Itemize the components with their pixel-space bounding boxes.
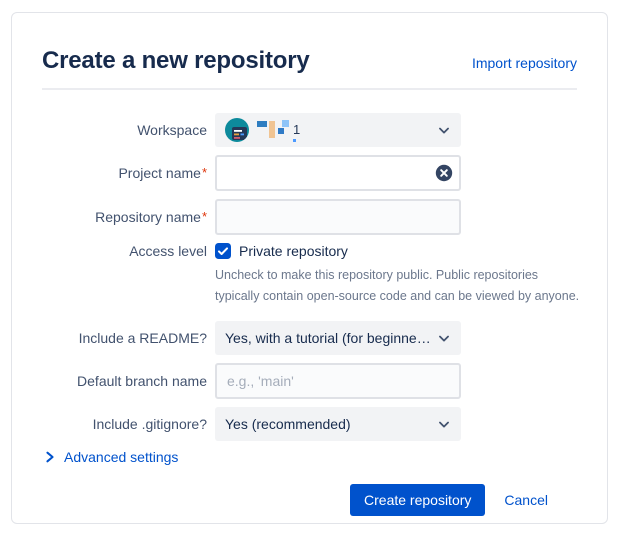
advanced-settings-toggle[interactable]: Advanced settings: [42, 449, 577, 465]
project-name-input[interactable]: [215, 155, 461, 191]
include-gitignore-value: Yes (recommended): [225, 416, 351, 432]
import-repository-link[interactable]: Import repository: [471, 55, 577, 71]
repository-name-label: Repository name*: [95, 209, 207, 225]
include-gitignore-label: Include .gitignore?: [92, 416, 207, 432]
form-footer: Create repository Cancel: [42, 484, 577, 516]
create-repository-form: Workspace: [42, 113, 580, 516]
chevron-down-icon: [437, 123, 451, 137]
private-repository-checkbox-label[interactable]: Private repository: [239, 243, 348, 259]
include-readme-select[interactable]: Yes, with a tutorial (for beginne…: [215, 321, 461, 355]
clear-input-button[interactable]: [435, 164, 453, 182]
helper-line-1: Uncheck to make this repository public. …: [215, 268, 539, 282]
repository-name-input[interactable]: [215, 199, 461, 235]
advanced-settings-label: Advanced settings: [64, 449, 179, 465]
access-level-helper-text: Uncheck to make this repository public. …: [215, 265, 580, 307]
chevron-right-icon: [45, 451, 55, 463]
repository-name-row: Repository name*: [42, 199, 577, 235]
project-name-row: Project name*: [42, 155, 577, 191]
access-level-helper-row: Uncheck to make this repository public. …: [42, 265, 580, 307]
workspace-select[interactable]: 1: [215, 113, 461, 147]
chevron-down-icon: [437, 417, 451, 431]
repository-name-input-wrap: [215, 199, 461, 235]
create-repository-button[interactable]: Create repository: [350, 484, 486, 516]
required-asterisk: *: [201, 165, 207, 180]
chevron-down-icon: [437, 331, 451, 345]
default-branch-row: Default branch name: [42, 363, 577, 399]
include-readme-label: Include a README?: [78, 330, 207, 346]
include-gitignore-row: Include .gitignore? Yes (recommended): [42, 407, 577, 441]
access-level-label: Access level: [129, 243, 207, 259]
access-level-row: Access level Private repository: [42, 243, 577, 259]
private-repository-option: Private repository: [215, 243, 461, 259]
workspace-avatar: [225, 118, 249, 142]
include-readme-value: Yes, with a tutorial (for beginne…: [225, 330, 429, 346]
cancel-link[interactable]: Cancel: [504, 492, 548, 508]
header-divider: [42, 88, 577, 90]
create-repository-card: Create a new repository Import repositor…: [11, 12, 608, 524]
page-title: Create a new repository: [42, 47, 310, 74]
default-branch-label: Default branch name: [77, 373, 207, 389]
workspace-label: Workspace: [137, 122, 207, 138]
project-name-input-wrap: [215, 155, 461, 191]
include-readme-row: Include a README? Yes, with a tutorial (…: [42, 321, 577, 355]
required-asterisk: *: [201, 209, 207, 224]
default-branch-input-wrap: [215, 363, 461, 399]
card-header: Create a new repository Import repositor…: [42, 47, 577, 75]
include-gitignore-select[interactable]: Yes (recommended): [215, 407, 461, 441]
helper-line-2: typically contain open-source code and c…: [215, 289, 580, 303]
workspace-name-redacted: 1: [257, 118, 429, 142]
default-branch-input[interactable]: [215, 363, 461, 399]
project-name-label: Project name*: [118, 165, 207, 181]
private-repository-checkbox[interactable]: [215, 243, 231, 259]
workspace-row: Workspace: [42, 113, 577, 147]
